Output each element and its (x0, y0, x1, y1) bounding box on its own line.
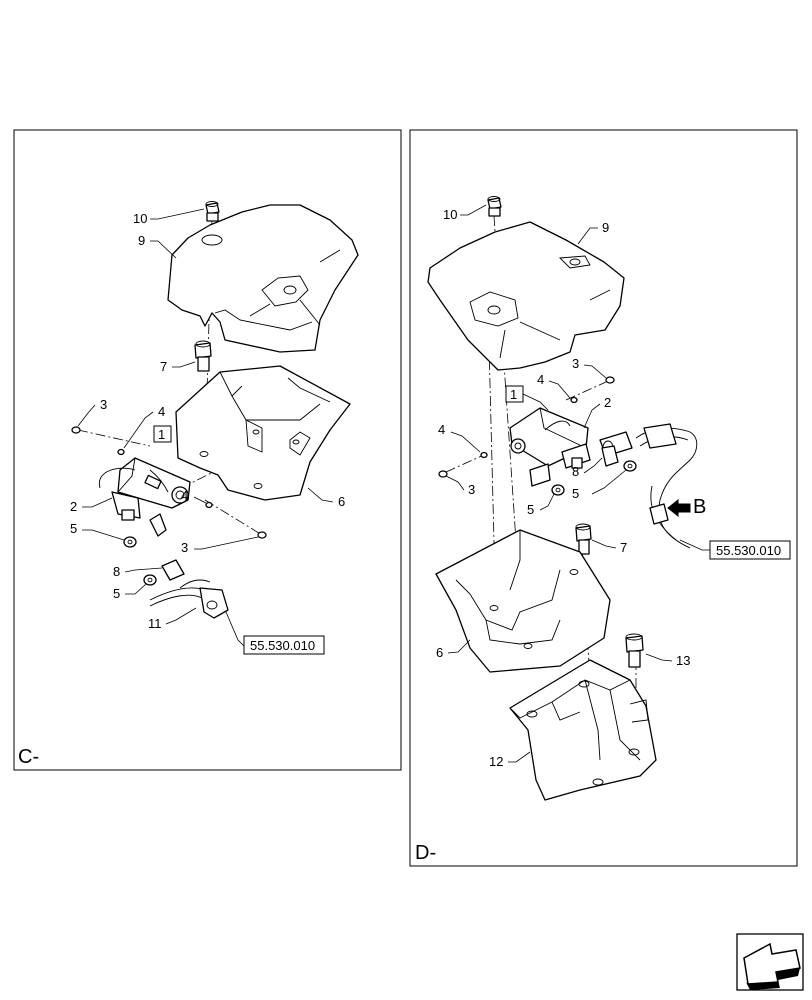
callout-5: 5 (527, 502, 534, 517)
nut-part-4 (205, 501, 213, 509)
screw-part-3 (438, 470, 448, 478)
screw-part-3 (257, 531, 267, 539)
bolt-part-7 (575, 523, 592, 555)
reference-box[interactable] (709, 540, 791, 560)
callout-9: 9 (602, 220, 609, 235)
callout-6: 6 (338, 494, 345, 509)
callout-1: 1 (510, 387, 517, 402)
callouts-panel-d: 10 9 3 4 1 2 4 3 8 5 5 7 6 (436, 204, 791, 769)
bracket-part-12 (509, 659, 657, 801)
screw-part-3 (71, 426, 81, 434)
switch-part-2 (99, 457, 191, 521)
callout-4b: 4 (438, 422, 445, 437)
callouts-panel-c: 10 9 7 3 4 1 2 5 4 3 8 5 11 6 (70, 208, 345, 655)
callout-13: 13 (676, 653, 690, 668)
callout-5b: 5 (572, 486, 579, 501)
screw-part-5 (551, 484, 565, 496)
axis-line (445, 453, 487, 473)
callout-7: 7 (160, 359, 167, 374)
cover-part-9 (167, 204, 359, 353)
callout-1: 1 (158, 427, 165, 442)
callout-7: 7 (620, 540, 627, 555)
callout-4b: 4 (181, 488, 188, 503)
callout-2: 2 (70, 499, 77, 514)
reference-box[interactable] (243, 635, 325, 655)
panel-c-label: C- (18, 746, 39, 768)
view-b-arrow-icon (667, 498, 691, 518)
panel-d-label: D- (415, 842, 436, 864)
reference-label[interactable]: 55.530.010 (250, 638, 315, 653)
screw-part-5 (123, 536, 137, 548)
nut-part-4 (570, 396, 578, 404)
harness-part-11 (149, 579, 229, 619)
callout-4: 4 (158, 404, 165, 419)
bracket-part-6 (435, 529, 611, 673)
callout-3b: 3 (468, 482, 475, 497)
bracket-part-6 (175, 365, 351, 501)
callout-8: 8 (113, 564, 120, 579)
view-b-label: B (693, 496, 706, 518)
callout-8: 8 (572, 464, 579, 479)
callout-12: 12 (489, 754, 503, 769)
panel-d-frame (409, 129, 798, 867)
axis-line (204, 499, 263, 536)
harness-view-b (635, 423, 698, 549)
axis-line (77, 429, 151, 447)
screw-part-5 (143, 574, 157, 586)
callout-2: 2 (604, 395, 611, 410)
clip-part-8 (601, 445, 619, 467)
callout-6: 6 (436, 645, 443, 660)
nut-part-4 (480, 451, 488, 459)
bolt-part-10 (205, 201, 220, 222)
callout-1-box (153, 425, 172, 443)
cover-part-9 (427, 221, 625, 371)
callout-4: 4 (537, 372, 544, 387)
screw-part-5 (623, 460, 637, 472)
screw-part-3 (605, 376, 615, 384)
bolt-part-7 (194, 340, 212, 372)
bolt-part-10 (487, 196, 502, 217)
callout-9: 9 (138, 233, 145, 248)
panel-d: B (409, 129, 798, 867)
callout-10: 10 (443, 207, 457, 222)
bolt-part-13 (625, 633, 644, 668)
clip-part-8 (161, 559, 185, 581)
nut-part-4 (117, 448, 125, 456)
callout-3: 3 (100, 397, 107, 412)
callout-5: 5 (70, 521, 77, 536)
reference-label[interactable]: 55.530.010 (716, 543, 781, 558)
switch-part-2 (509, 407, 633, 481)
panel-c-frame (13, 129, 402, 771)
next-page-arrow-icon[interactable] (736, 933, 804, 991)
callout-3b: 3 (181, 540, 188, 555)
panel-c: 10 9 7 3 4 1 2 5 4 3 8 5 11 6 (13, 129, 402, 771)
bracket-small (529, 463, 551, 487)
callout-10: 10 (133, 211, 147, 226)
callout-3: 3 (572, 356, 579, 371)
callout-11: 11 (148, 616, 162, 631)
callout-5b: 5 (113, 586, 120, 601)
bracket-small (149, 513, 167, 537)
